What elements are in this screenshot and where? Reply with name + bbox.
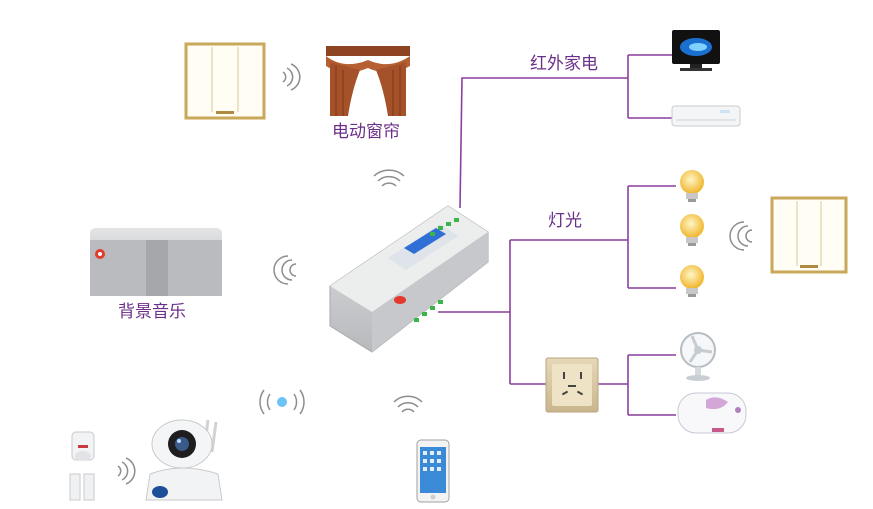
label-lighting: 灯光 bbox=[548, 211, 582, 231]
switch-panel-icon bbox=[770, 196, 848, 274]
wifi-waves-icon bbox=[393, 395, 423, 413]
label-ir-appliance: 红外家电 bbox=[530, 54, 598, 74]
wifi-waves-icon bbox=[273, 255, 297, 285]
wifi-waves-icon bbox=[282, 63, 301, 91]
wifi-waves-icon bbox=[729, 221, 753, 251]
curtain-icon bbox=[326, 46, 410, 116]
bulb-icon-3 bbox=[680, 265, 704, 297]
sensor-icon bbox=[69, 431, 95, 501]
label-background-music: 背景音乐 bbox=[118, 302, 186, 322]
wifi-waves-icon bbox=[117, 457, 136, 485]
phone-icon bbox=[416, 439, 450, 503]
label-curtain: 电动窗帘 bbox=[332, 122, 400, 142]
socket-icon bbox=[545, 357, 599, 413]
wifi-waves-icon bbox=[259, 389, 305, 415]
bulb-icon-2 bbox=[680, 214, 704, 246]
bulb-icon-1 bbox=[680, 170, 704, 202]
speaker-icon bbox=[90, 228, 222, 296]
wifi-waves-icon bbox=[373, 169, 405, 187]
water-heater-icon bbox=[677, 392, 747, 434]
tv-icon bbox=[672, 30, 720, 71]
connection-lines bbox=[438, 54, 676, 416]
air-conditioner-icon bbox=[671, 105, 741, 127]
camera-icon bbox=[145, 419, 223, 501]
switch-panel-icon bbox=[184, 42, 266, 120]
controller-icon bbox=[329, 205, 489, 353]
fan-icon bbox=[680, 332, 716, 381]
